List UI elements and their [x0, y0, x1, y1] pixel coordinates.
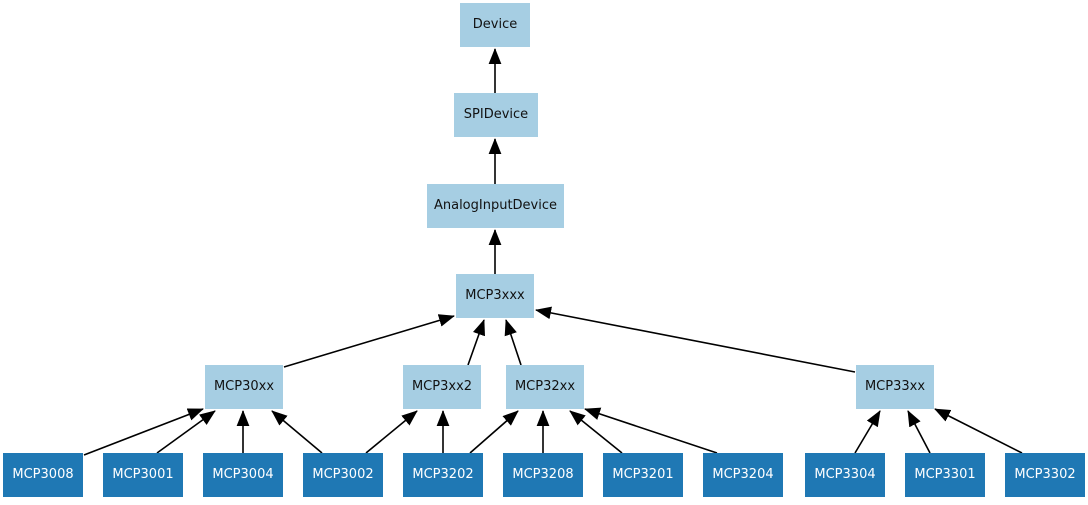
class-node-label: MCP3302: [1014, 466, 1076, 482]
class-node-label: MCP33xx: [864, 378, 926, 394]
class-node-spidevice[interactable]: SPIDevice: [454, 93, 538, 137]
class-node-mcp30xx[interactable]: MCP30xx: [205, 365, 283, 409]
class-node-mcp33xx[interactable]: MCP33xx: [856, 365, 934, 409]
class-node-mcp3208[interactable]: MCP3208: [503, 453, 583, 497]
class-node-mcp3xx2[interactable]: MCP3xx2: [403, 365, 481, 409]
class-node-mcp3001[interactable]: MCP3001: [103, 453, 183, 497]
class-node-label: MCP3301: [914, 466, 976, 482]
class-node-label: MCP3008: [12, 466, 74, 482]
class-node-label: MCP3304: [814, 466, 876, 482]
class-node-mcp3202[interactable]: MCP3202: [403, 453, 483, 497]
class-node-mcp3008[interactable]: MCP3008: [3, 453, 83, 497]
class-node-label: MCP3001: [112, 466, 174, 482]
class-node-label: SPIDevice: [463, 106, 529, 122]
class-node-mcp3304[interactable]: MCP3304: [805, 453, 885, 497]
class-node-mcp3301[interactable]: MCP3301: [905, 453, 985, 497]
class-node-label: MCP3204: [712, 466, 774, 482]
class-node-mcp3002[interactable]: MCP3002: [303, 453, 383, 497]
class-node-device[interactable]: Device: [460, 3, 530, 47]
class-node-label: MCP32xx: [514, 378, 576, 394]
class-node-label: MCP3201: [612, 466, 674, 482]
class-node-label: Device: [472, 16, 518, 32]
class-node-mcp3302[interactable]: MCP3302: [1005, 453, 1085, 497]
class-node-mcp3004[interactable]: MCP3004: [203, 453, 283, 497]
class-node-label: MCP3xxx: [465, 287, 525, 303]
class-node-analoginputdevice[interactable]: AnalogInputDevice: [427, 184, 564, 228]
class-node-mcp32xx[interactable]: MCP32xx: [506, 365, 584, 409]
class-node-mcp3204[interactable]: MCP3204: [703, 453, 783, 497]
class-node-label: MCP3202: [412, 466, 474, 482]
class-node-mcp3201[interactable]: MCP3201: [603, 453, 683, 497]
class-node-mcp3xxx[interactable]: MCP3xxx: [456, 274, 534, 318]
class-node-label: MCP3004: [212, 466, 274, 482]
class-node-label: MCP3002: [312, 466, 374, 482]
class-node-label: AnalogInputDevice: [433, 197, 558, 213]
class-node-label: MCP3208: [512, 466, 574, 482]
class-node-label: MCP3xx2: [411, 378, 473, 394]
class-node-label: MCP30xx: [213, 378, 275, 394]
